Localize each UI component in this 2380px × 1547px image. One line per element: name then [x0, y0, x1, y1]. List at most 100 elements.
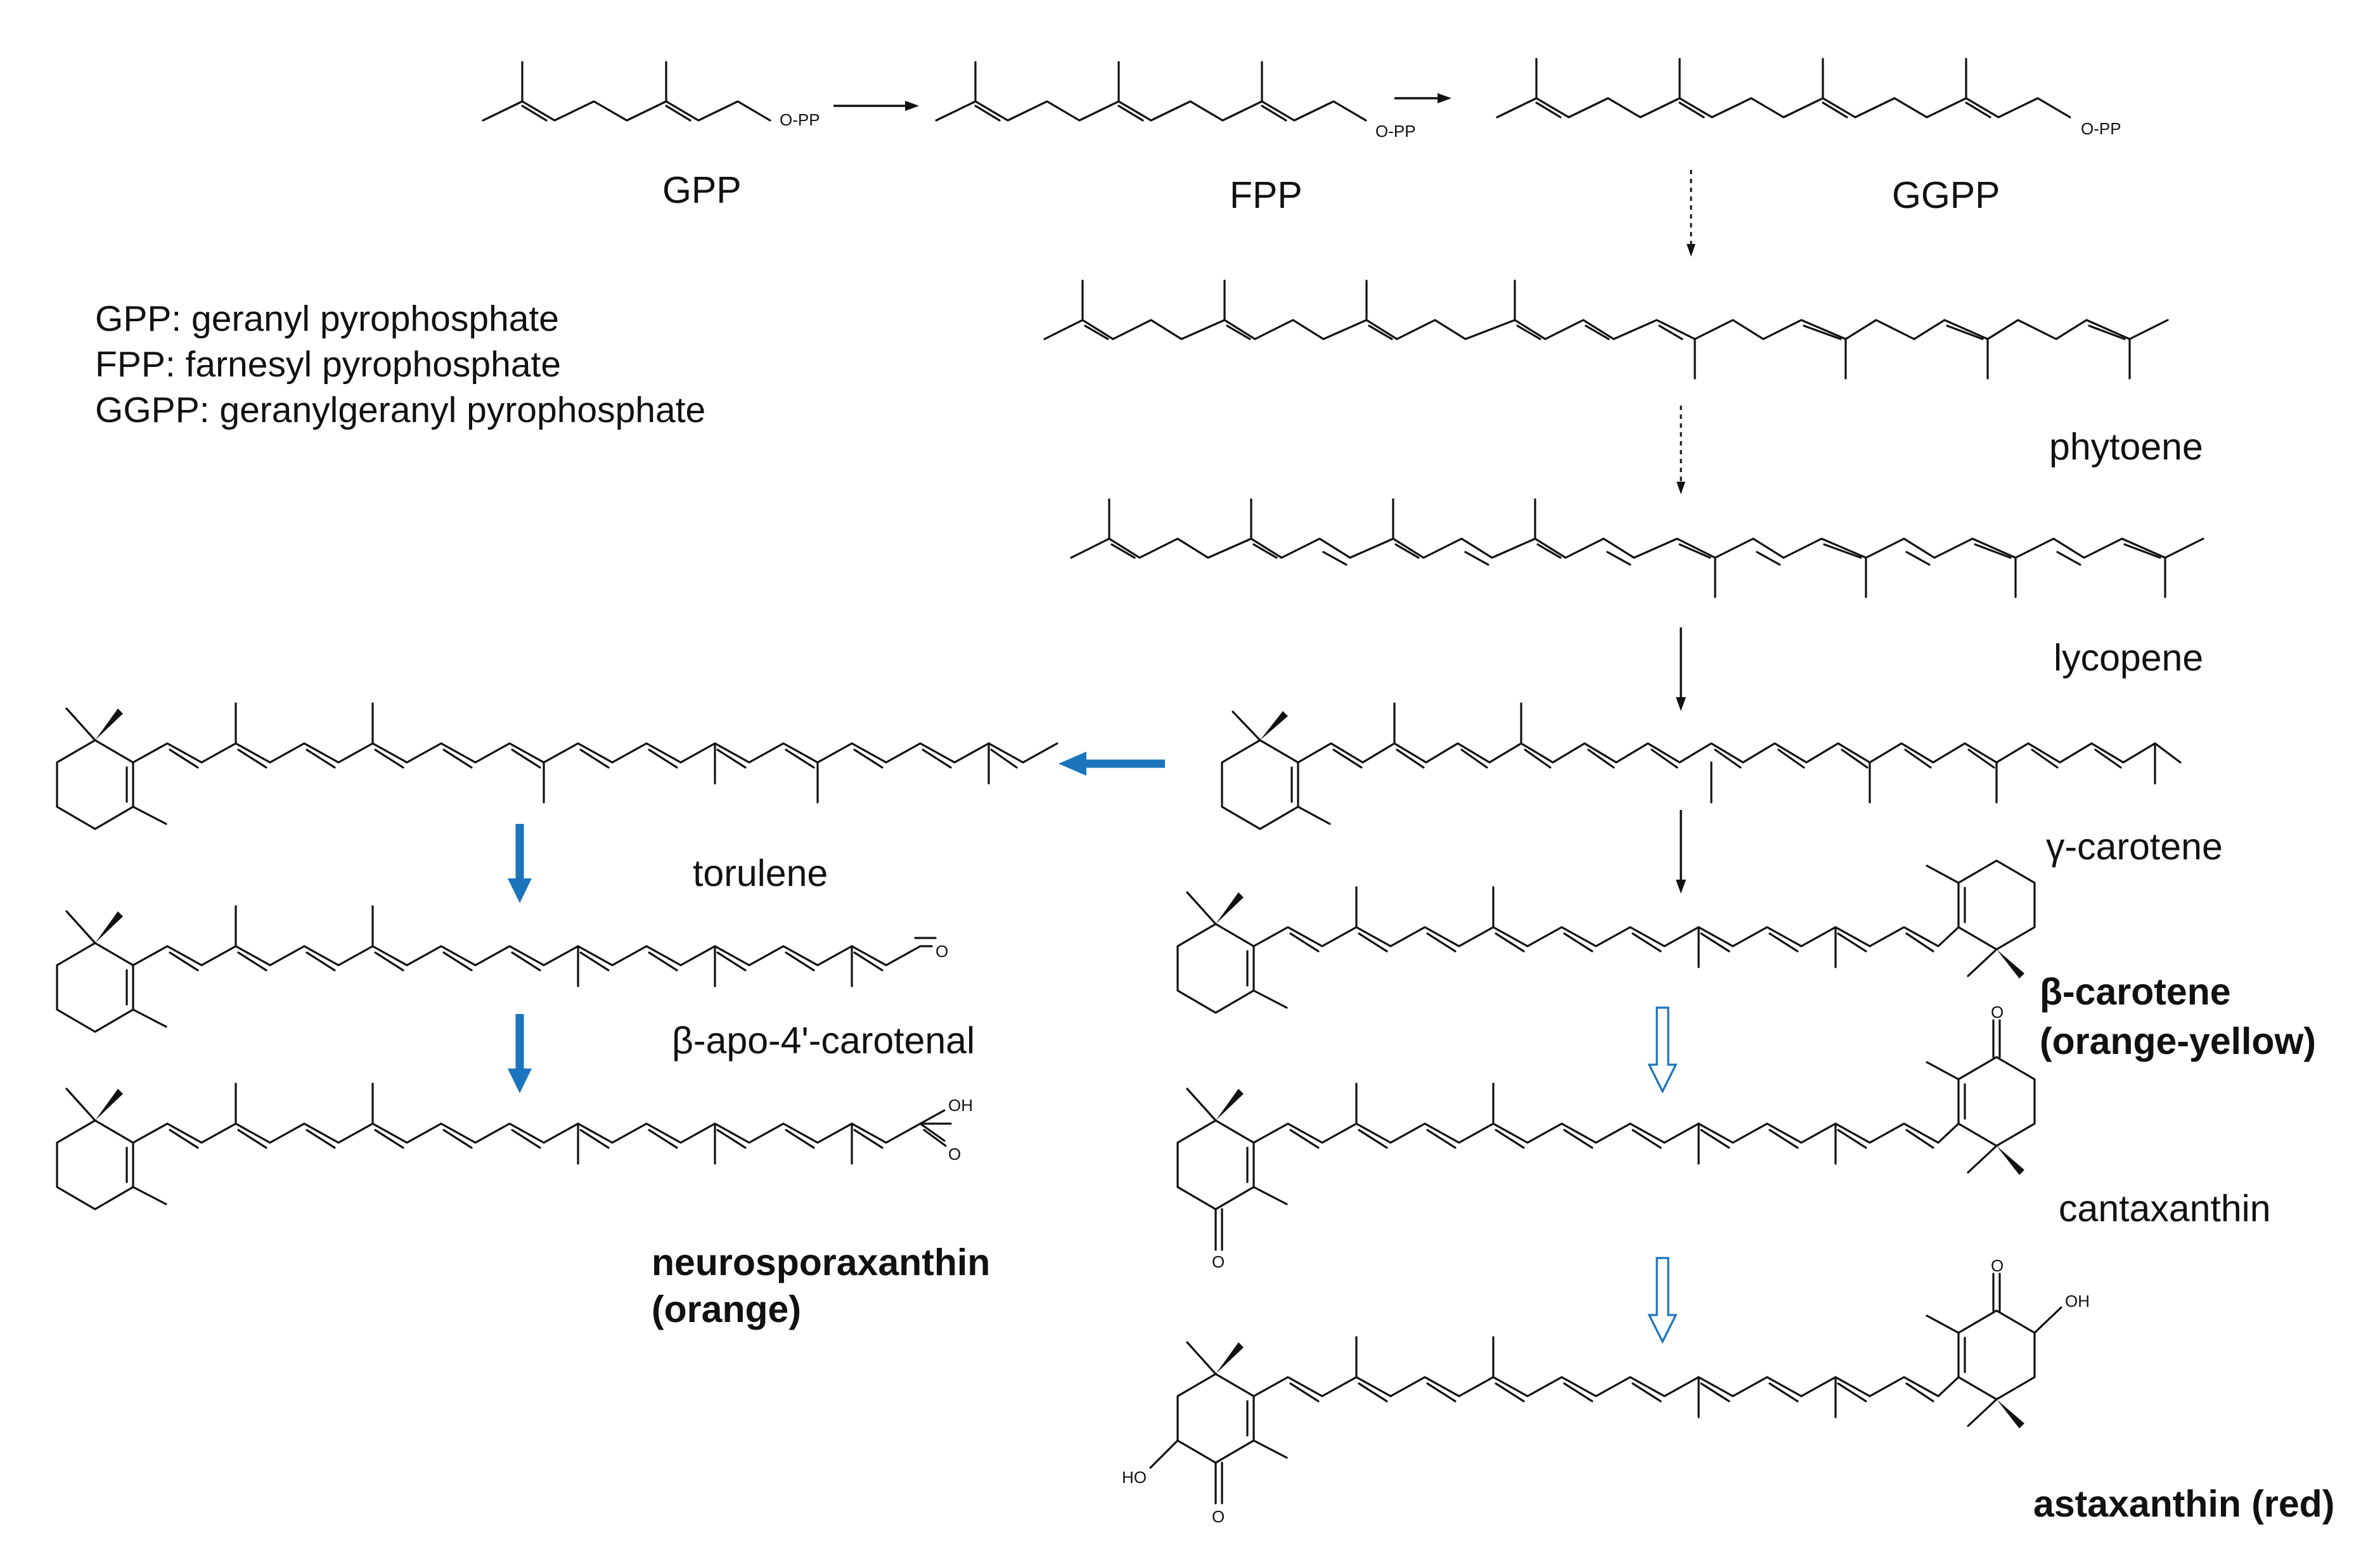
structure-fpp: O-PP — [935, 61, 1416, 141]
neuro-ring — [56, 1119, 134, 1210]
structure-beta-apo-carotenal: O — [56, 905, 948, 1033]
beta-left-ring — [1176, 923, 1255, 1014]
label-beta-carotene-color: (orange-yellow) — [2040, 1020, 2316, 1062]
neuro-acid — [919, 1109, 947, 1147]
label-beta-carotene-name: β-carotene — [2040, 971, 2231, 1013]
apo-methyls — [235, 905, 853, 987]
lycopene-chain — [1070, 537, 2204, 559]
label-cantaxanthin: cantaxanthin — [2059, 1188, 2271, 1229]
arrow-beta-apo-to-neurosporaxanthin — [508, 1014, 532, 1093]
canta-left-o: O — [1212, 1252, 1225, 1271]
label-gpp: GPP — [662, 169, 742, 211]
arrow-beta-to-cantaxanthin — [1647, 1006, 1678, 1094]
canta-right-o: O — [1991, 1003, 2004, 1022]
beta-left-ring-methyls — [1186, 891, 1288, 1009]
canta-right-ring — [1957, 1056, 2036, 1147]
asta-left-hydroxyl — [1149, 1439, 1179, 1469]
arrow-lycopene-to-gamma-carotene — [1676, 627, 1686, 711]
beta-right-wedge — [1997, 949, 2024, 979]
phytoene-chain — [1043, 319, 2169, 340]
beta-right-ring — [1957, 859, 2036, 951]
label-fpp: FPP — [1230, 174, 1303, 216]
label-phytoene: phytoene — [2049, 426, 2203, 468]
gpp-chain — [482, 100, 771, 122]
torulene-chain — [132, 742, 1058, 764]
label-neurosporaxanthin-color: (orange) — [652, 1288, 801, 1330]
canta-methyls — [1355, 1082, 1837, 1165]
beta-right-ring-methyls — [1926, 864, 1998, 977]
fpp-chain — [935, 100, 1367, 122]
apo-double-bonds — [169, 937, 937, 972]
arrow-fpp-to-ggpp — [1394, 93, 1451, 103]
torulene-ring — [56, 739, 134, 830]
neuro-ring-wedge — [95, 1089, 123, 1120]
canta-double-bonds — [1289, 1129, 1934, 1149]
ggpp-opp-group: O-PP — [2081, 119, 2121, 138]
asta-left-wedge — [1216, 1342, 1244, 1374]
structure-cantaxanthin: O O — [1176, 1003, 2036, 1271]
structure-astaxanthin: O HO O OH — [1122, 1256, 2090, 1526]
arrow-gpp-to-fpp — [833, 101, 919, 111]
canta-left-ring — [1176, 1119, 1255, 1210]
label-torulene: torulene — [693, 852, 828, 894]
asta-right-oh: OH — [2065, 1292, 2090, 1311]
neuro-double-bonds — [169, 1129, 884, 1149]
asta-left-ho: HO — [1122, 1468, 1147, 1487]
legend-fpp: FPP: farnesyl pyrophosphate — [95, 344, 561, 385]
canta-right-ring-methyls — [1926, 1061, 1998, 1174]
canta-left-ketone — [1214, 1208, 1223, 1251]
arrow-gamma-to-torulene — [1058, 752, 1165, 776]
beta-left-wedge — [1216, 892, 1244, 924]
neuro-chain — [132, 1122, 952, 1144]
structure-ggpp: O-PP — [1496, 58, 2121, 138]
asta-left-o: O — [1212, 1507, 1225, 1526]
legend-gpp: GPP: geranyl pyrophosphate — [95, 298, 559, 339]
gamma-ring-wedge — [1260, 711, 1288, 740]
neuro-acid-oh: OH — [948, 1096, 973, 1115]
ggpp-branches — [1535, 58, 1991, 119]
gamma-chain — [1297, 742, 2182, 764]
label-astaxanthin: astaxanthin (red) — [2033, 1483, 2334, 1525]
asta-chain — [1252, 1376, 1960, 1397]
arrow-phytoene-to-lycopene — [1676, 406, 1685, 494]
canta-right-wedge — [1997, 1146, 2024, 1175]
apo-aldehyde-o: O — [936, 942, 948, 961]
fpp-opp-group: O-PP — [1375, 122, 1416, 141]
phytoene-methyls — [1081, 279, 2131, 380]
asta-left-ring — [1176, 1373, 1255, 1464]
torulene-methyls — [235, 702, 990, 804]
asta-right-ring-methyls — [1926, 1314, 1998, 1427]
asta-left-ketone — [1214, 1461, 1223, 1505]
ggpp-chain — [1496, 97, 2071, 119]
structure-beta-carotene — [1176, 859, 2036, 1014]
gamma-double-bonds — [1332, 748, 2122, 769]
asta-right-ketone — [1992, 1273, 2001, 1312]
label-ggpp: GGPP — [1892, 174, 2000, 216]
structure-torulene — [56, 702, 1058, 830]
gamma-ring-methyls — [1232, 710, 1331, 825]
asta-right-ring — [1957, 1309, 2036, 1401]
structure-phytoene — [1043, 279, 2169, 380]
gamma-ring — [1221, 739, 1299, 830]
apo-chain — [132, 945, 933, 966]
canta-right-ketone — [1992, 1019, 2001, 1058]
torulene-ring-methyls — [65, 707, 167, 825]
asta-right-o: O — [1991, 1256, 2004, 1275]
phytoene-double-bonds — [1084, 324, 2126, 340]
arrow-torulene-to-beta-apo — [508, 824, 532, 903]
beta-double-bonds — [1289, 932, 1934, 953]
gamma-methyls — [1393, 702, 2156, 804]
structure-gamma-carotene — [1221, 702, 2182, 830]
beta-chain — [1252, 926, 1960, 947]
torulene-double-bonds — [169, 748, 1018, 769]
structure-lycopene — [1070, 498, 2204, 598]
neuro-methyls — [235, 1082, 853, 1165]
label-beta-apo-carotenal: β-apo-4'-carotenal — [672, 1020, 975, 1062]
neuro-acid-o: O — [948, 1145, 961, 1164]
structure-neurosporaxanthin: OH O — [56, 1082, 973, 1210]
arrow-ggpp-to-phytoene — [1687, 170, 1695, 257]
lycopene-double-bonds — [1110, 543, 2161, 566]
torulene-ring-wedge — [95, 709, 123, 740]
label-gamma-carotene: γ-carotene — [2046, 826, 2223, 868]
